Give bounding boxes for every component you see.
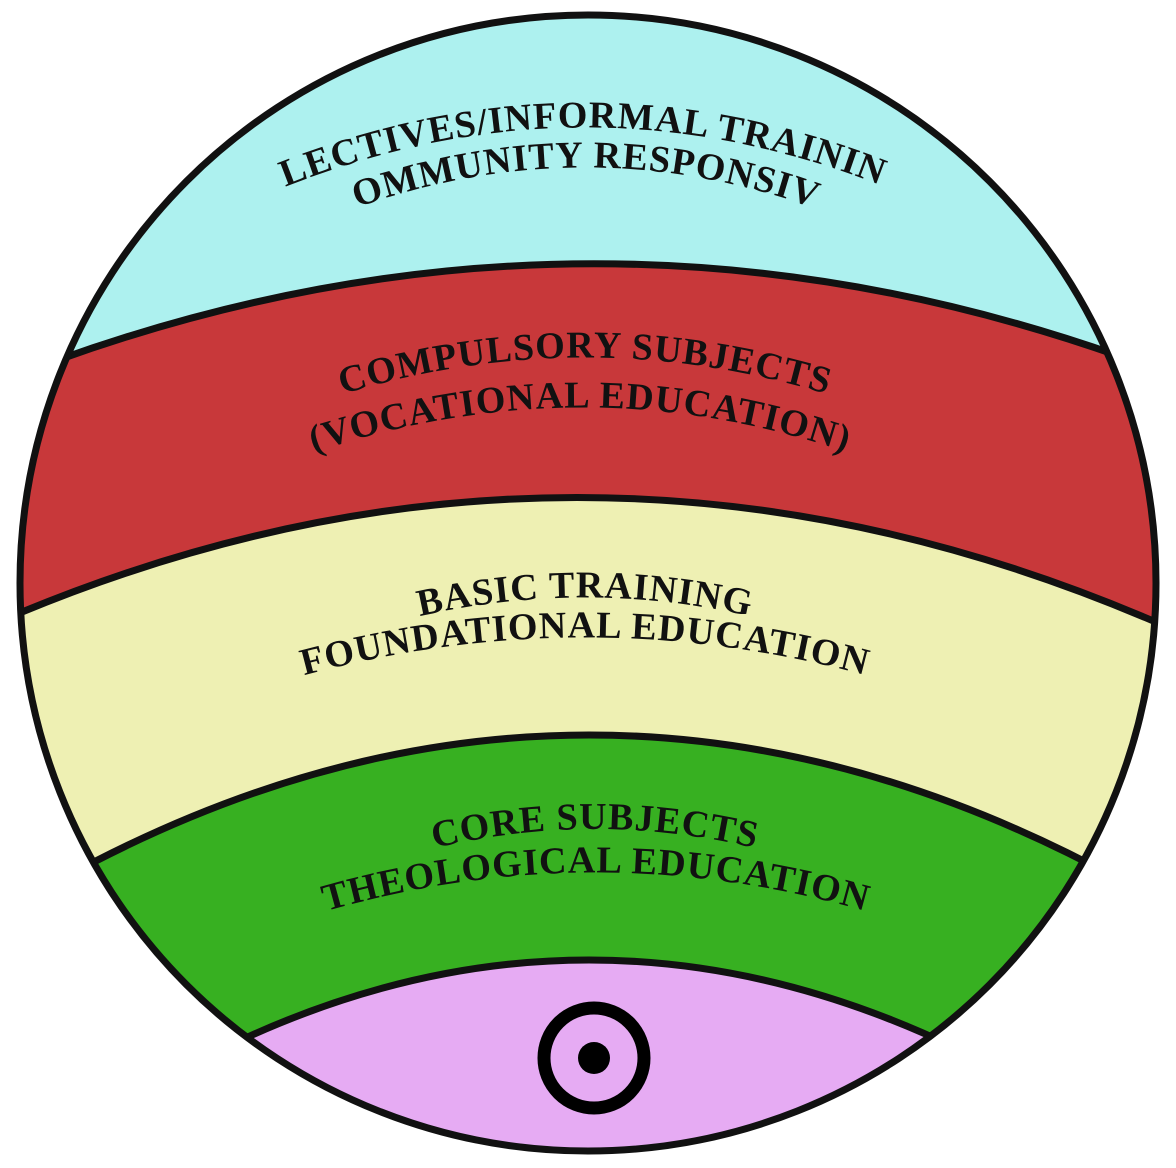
divider-electives-compulsory	[20, 260, 1156, 394]
sphere-outline	[16, 11, 1160, 1155]
divider-compulsory-basic	[20, 494, 1156, 644]
divider-basic-core	[58, 731, 1122, 884]
divider-core-center	[218, 956, 962, 1054]
circled-dot-icon	[537, 1001, 651, 1115]
